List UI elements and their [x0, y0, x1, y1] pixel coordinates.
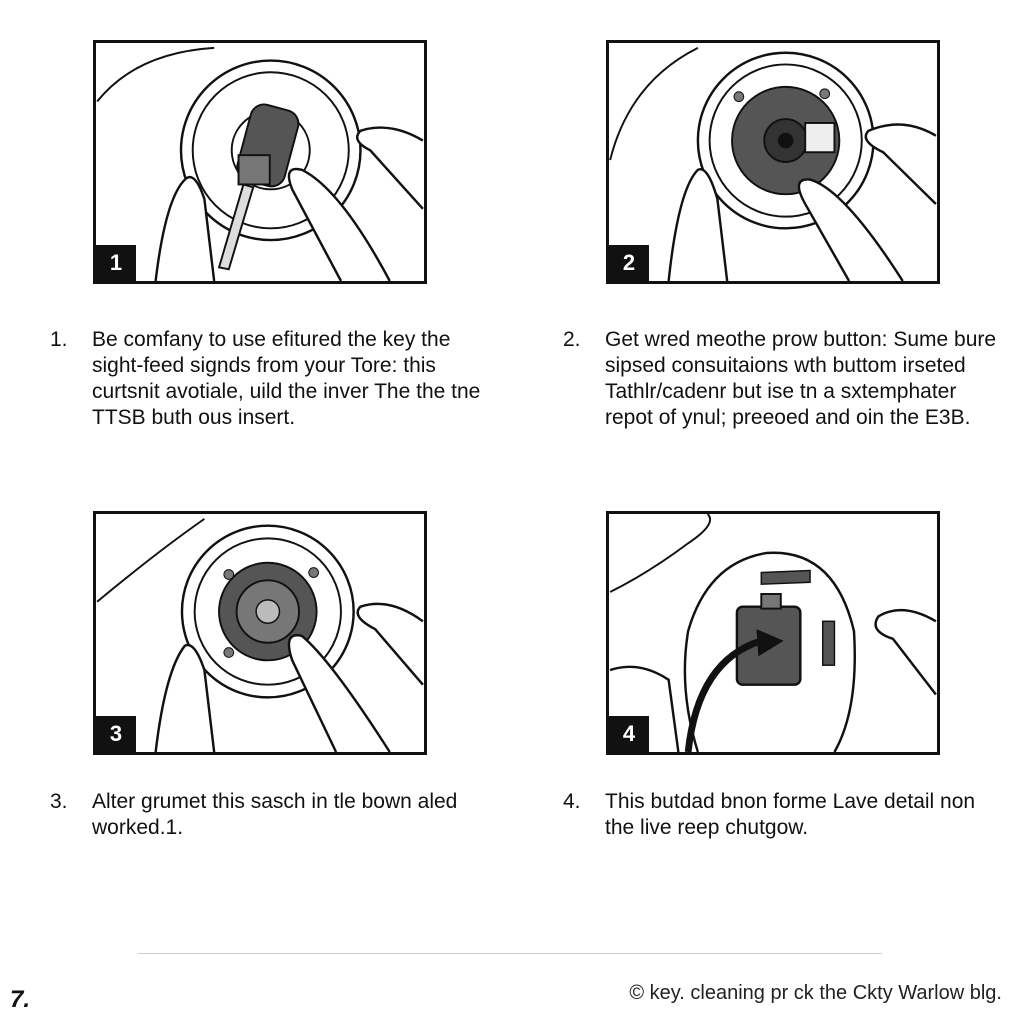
step-number: 2. — [563, 328, 581, 351]
ignition-ring-removed-icon — [96, 518, 424, 752]
ignition-cylinder-exposed-icon — [609, 47, 937, 281]
step-text: Get wred meothe prow button: Sume bure s… — [605, 328, 997, 429]
step-badge: 2 — [609, 245, 649, 281]
step-number: 1. — [50, 328, 68, 351]
step-text: This butdad bnon forme Lave detail non t… — [605, 790, 976, 839]
cylinder-pulled-out-arrow-icon — [609, 514, 937, 752]
key-inserted-in-ignition-icon — [96, 46, 424, 281]
step-badge: 3 — [96, 716, 136, 752]
step-badge: 4 — [609, 716, 649, 752]
footer-divider — [138, 953, 882, 954]
step-1-illustration: 1 — [93, 40, 427, 284]
step-text: Alter grumet this sasch in tle bown aled… — [92, 790, 458, 839]
step-number: 4. — [563, 790, 581, 813]
step-4-illustration: 4 — [606, 511, 940, 755]
step-text: Be comfany to use efitured the key the s… — [92, 328, 481, 429]
step-number: 3. — [50, 790, 68, 813]
step-3-illustration: 3 — [93, 511, 427, 755]
step-badge: 1 — [96, 245, 136, 281]
footer-credit: © key. cleaning pr ck the Ckty Warlow bl… — [629, 982, 1002, 1004]
page-number: 7. — [10, 986, 31, 1013]
step-2-illustration: 2 — [606, 40, 940, 284]
